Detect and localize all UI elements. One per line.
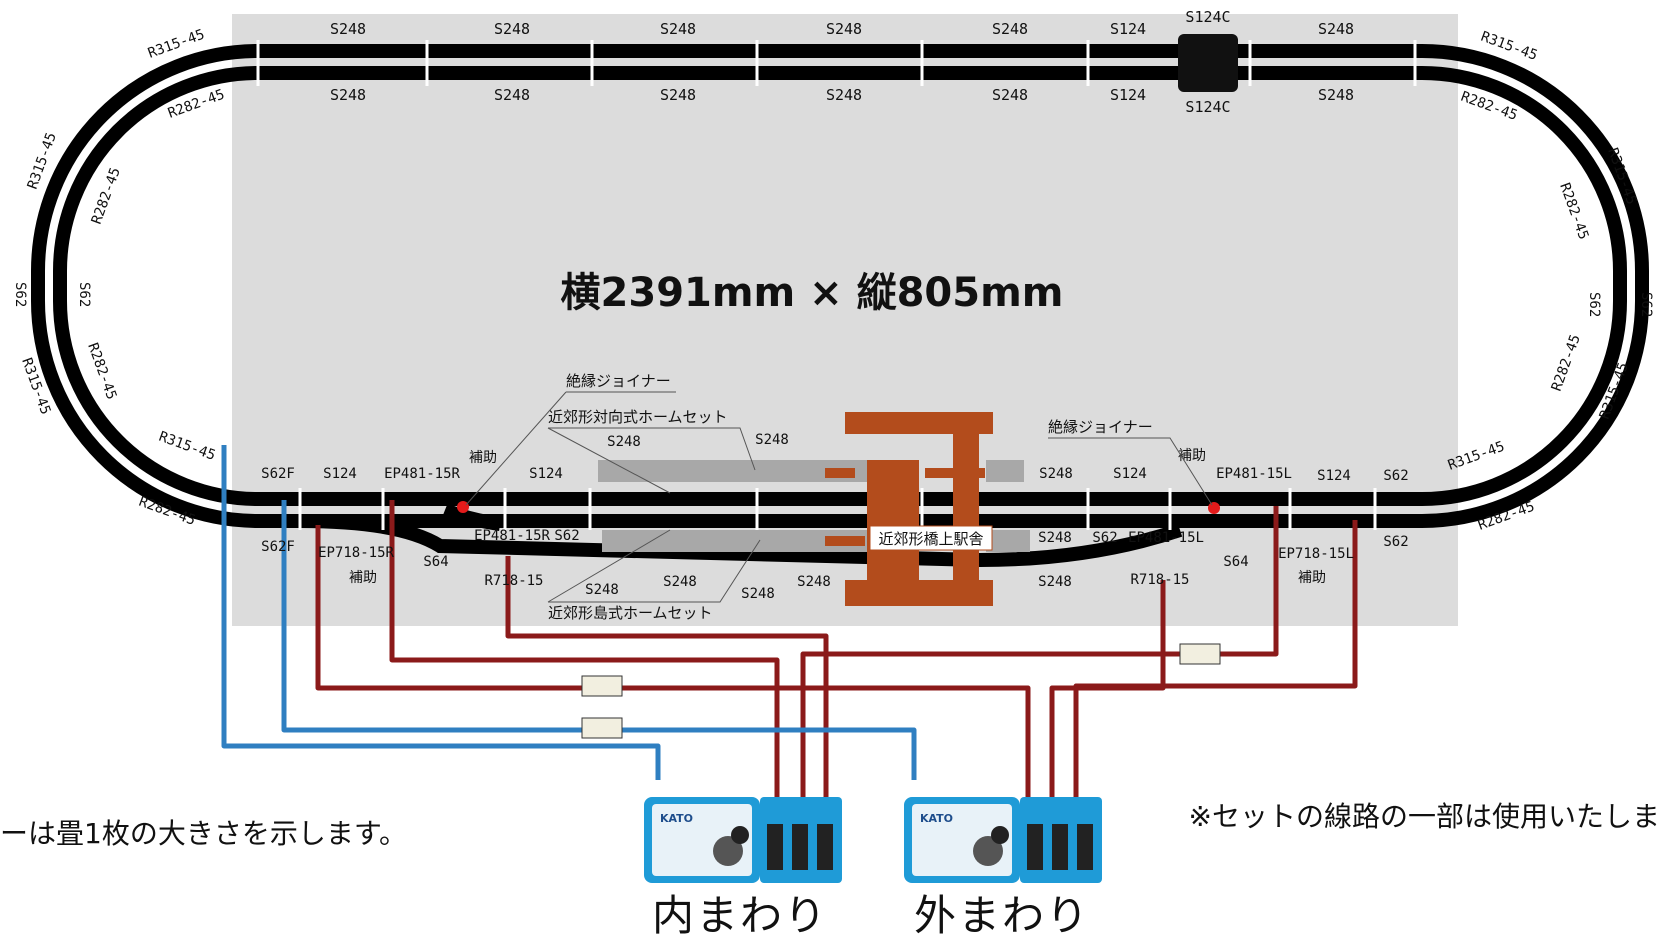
svg-text:S124: S124 <box>529 466 563 482</box>
callout-leaders <box>465 391 1213 603</box>
svg-text:補助: 補助 <box>349 570 377 586</box>
svg-text:S62: S62 <box>1586 292 1602 317</box>
svg-text:S62F: S62F <box>261 466 295 482</box>
svg-text:S248: S248 <box>660 20 696 38</box>
svg-text:S62: S62 <box>1638 292 1654 317</box>
svg-text:補助: 補助 <box>469 450 497 466</box>
power-pack-inner: KATO <box>644 797 842 883</box>
svg-text:S124: S124 <box>1317 468 1351 484</box>
svg-text:S248: S248 <box>1318 20 1354 38</box>
caption-outer-loop: 外まわり <box>914 891 1091 940</box>
svg-text:S248: S248 <box>992 86 1028 104</box>
power-pack-brand: KATO <box>660 812 693 825</box>
svg-text:近郊形対向式ホームセット: 近郊形対向式ホームセット <box>548 408 728 426</box>
svg-text:S248: S248 <box>826 20 862 38</box>
insulated-joiner-left <box>457 501 469 513</box>
siding-tracks <box>299 503 1183 568</box>
svg-text:R282-45: R282-45 <box>1556 181 1591 242</box>
svg-text:S248: S248 <box>992 20 1028 38</box>
set-note: ※セットの線路の一部は使用いたしま <box>1188 800 1660 833</box>
svg-text:S124: S124 <box>1110 20 1146 38</box>
svg-text:S62F: S62F <box>261 539 295 555</box>
speed-knob-icon <box>973 836 1003 866</box>
svg-text:S248: S248 <box>1318 86 1354 104</box>
svg-text:S62: S62 <box>12 282 28 307</box>
svg-text:EP481-15L: EP481-15L <box>1128 530 1204 546</box>
svg-text:S248: S248 <box>1039 466 1073 482</box>
svg-text:S64: S64 <box>423 554 448 570</box>
svg-text:S248: S248 <box>607 434 641 450</box>
svg-text:S124: S124 <box>1113 466 1147 482</box>
wire-connectors <box>581 643 1221 739</box>
crossing-s124c <box>1178 34 1238 92</box>
svg-text:S248: S248 <box>755 432 789 448</box>
rail-joints <box>256 40 1417 530</box>
svg-text:EP718-15R: EP718-15R <box>318 545 394 561</box>
svg-text:S124: S124 <box>323 466 357 482</box>
svg-text:EP481-15R: EP481-15R <box>474 528 550 544</box>
svg-text:S124C: S124C <box>1185 98 1230 116</box>
svg-text:S62: S62 <box>1092 530 1117 546</box>
svg-text:S248: S248 <box>330 86 366 104</box>
svg-text:EP481-15L: EP481-15L <box>1216 466 1292 482</box>
outer-loop <box>31 44 1649 528</box>
insulated-joiner-right <box>1208 502 1220 514</box>
svg-text:S62: S62 <box>1383 534 1408 550</box>
svg-text:S248: S248 <box>494 86 530 104</box>
svg-text:S124: S124 <box>1110 86 1146 104</box>
svg-text:S248: S248 <box>1038 574 1072 590</box>
svg-text:S248: S248 <box>741 586 775 602</box>
speed-knob-icon <box>713 836 743 866</box>
bottom-track-labels: S62F S124 EP481-15R 補助 S124 S248 S248 S2… <box>261 432 1409 602</box>
svg-text:S62: S62 <box>1383 468 1408 484</box>
top-track-labels: S248 S248 S248 S248 S248 S124 S124C S248… <box>330 8 1354 116</box>
svg-text:絶縁ジョイナー: 絶縁ジョイナー <box>566 372 671 390</box>
svg-text:S248: S248 <box>797 574 831 590</box>
svg-text:近郊形島式ホームセット: 近郊形島式ホームセット <box>548 604 713 622</box>
inner-loop <box>53 66 1627 506</box>
svg-text:R718-15: R718-15 <box>484 573 543 589</box>
svg-text:絶縁ジョイナー: 絶縁ジョイナー <box>1048 418 1153 436</box>
svg-text:R282-45: R282-45 <box>89 165 124 226</box>
platforms <box>598 460 1030 552</box>
svg-text:R315-45: R315-45 <box>157 429 218 464</box>
svg-text:S248: S248 <box>494 20 530 38</box>
svg-text:EP718-15L: EP718-15L <box>1278 546 1354 562</box>
power-pack-outer: KATO <box>904 797 1102 883</box>
svg-text:補助: 補助 <box>1178 448 1206 464</box>
svg-text:S62: S62 <box>554 528 579 544</box>
svg-text:S248: S248 <box>826 86 862 104</box>
svg-text:S248: S248 <box>585 582 619 598</box>
caption-inner-loop: 内まわり <box>652 891 829 940</box>
callouts: 絶縁ジョイナー 絶縁ジョイナー 近郊形対向式ホームセット 近郊形島式ホームセット <box>548 372 1153 622</box>
svg-text:S64: S64 <box>1223 554 1248 570</box>
svg-text:S124C: S124C <box>1185 8 1230 26</box>
svg-text:S62: S62 <box>76 282 92 307</box>
dimension-title: 横2391mm × 縦805mm <box>561 270 1064 316</box>
svg-text:EP481-15R: EP481-15R <box>384 466 460 482</box>
svg-text:S248: S248 <box>1038 530 1072 546</box>
svg-text:R282-45: R282-45 <box>1549 332 1584 393</box>
svg-text:補助: 補助 <box>1298 570 1326 586</box>
svg-text:S248: S248 <box>660 86 696 104</box>
svg-text:S248: S248 <box>330 20 366 38</box>
svg-text:R718-15: R718-15 <box>1130 572 1189 588</box>
tatami-note: ーは畳1枚の大きさを示します。 <box>0 817 408 850</box>
station-building <box>825 412 993 606</box>
station-label: 近郊形橋上駅舎 <box>878 530 983 548</box>
svg-text:S248: S248 <box>663 574 697 590</box>
power-pack-brand: KATO <box>920 812 953 825</box>
station-label-box <box>869 525 993 551</box>
